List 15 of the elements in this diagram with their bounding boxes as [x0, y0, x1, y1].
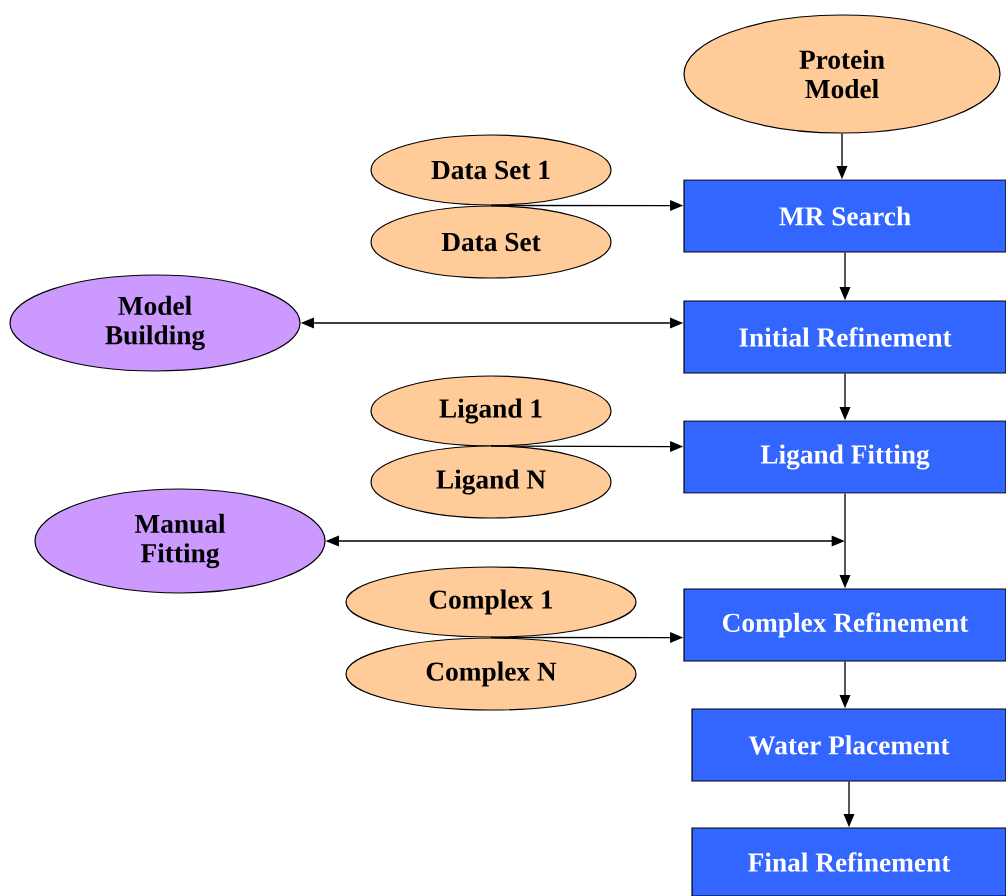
- process-box: Initial Refinement: [683, 300, 1006, 374]
- ellipse-node: Complex N: [345, 637, 637, 711]
- ellipse-node: Data Set 1: [370, 134, 612, 206]
- ellipse-node: Data Set: [370, 205, 612, 279]
- process-box: Water Placement: [691, 708, 1006, 782]
- process-box: Ligand Fitting: [683, 420, 1006, 494]
- ellipse-node: Manual Fitting: [34, 488, 326, 594]
- process-box: Complex Refinement: [683, 588, 1006, 662]
- ellipse-node: Protein Model: [683, 14, 1001, 134]
- process-box: MR Search: [683, 179, 1006, 253]
- process-box: Final Refinement: [691, 827, 1006, 896]
- ellipse-node: Model Building: [9, 274, 301, 372]
- ellipse-node: Ligand 1: [370, 375, 612, 447]
- ellipse-node: Ligand N: [370, 445, 612, 519]
- ellipse-node: Complex 1: [345, 566, 637, 638]
